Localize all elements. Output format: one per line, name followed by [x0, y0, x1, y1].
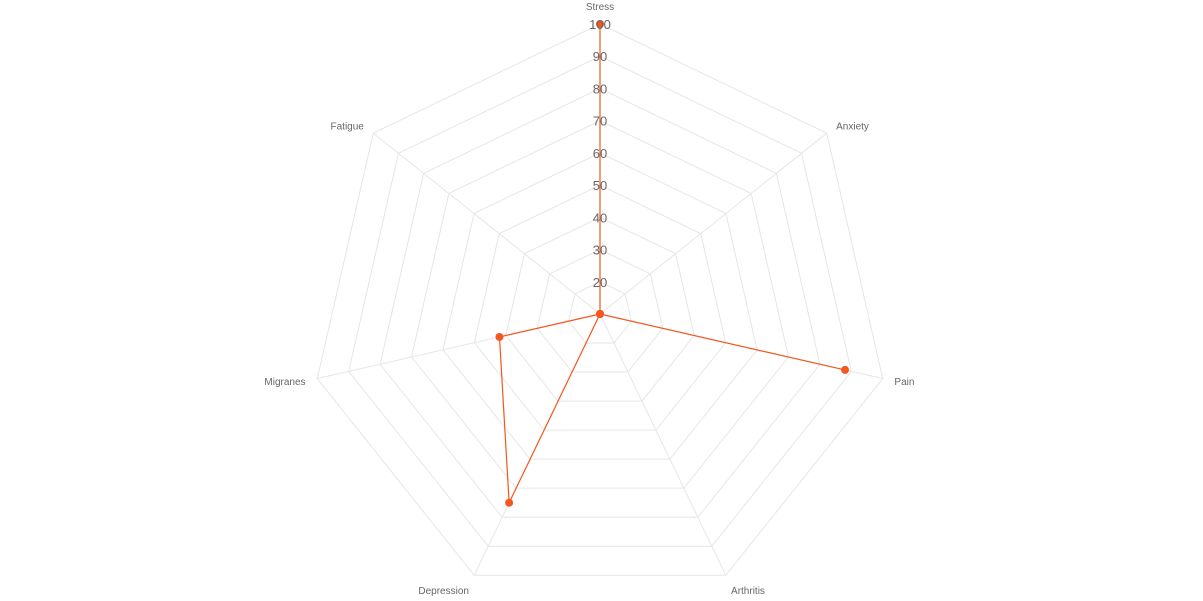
grid-ring-80 [379, 87, 821, 518]
radar-series [495, 20, 850, 507]
spoke-anxiety [599, 132, 828, 315]
grid-ring-50 [473, 184, 727, 431]
grid-ring-70 [410, 120, 790, 489]
tick-label-20: 20 [593, 275, 607, 290]
tick-label-90: 90 [593, 49, 607, 64]
category-label-arthritis: Arthritis [731, 586, 765, 597]
tick-label-50: 50 [593, 178, 607, 193]
grid-ring-100 [316, 23, 884, 576]
spoke-fatigue [372, 132, 601, 315]
series-line [498, 23, 846, 504]
tick-label-40: 40 [593, 210, 607, 225]
spoke-arthritis [599, 313, 727, 576]
grid-ring-90 [348, 55, 852, 547]
category-label-pain: Pain [894, 377, 914, 388]
data-point-stress[interactable] [596, 20, 604, 28]
grid-ring-40 [505, 216, 695, 402]
category-label-anxiety: Anxiety [836, 122, 869, 133]
radial-tick-labels: 20 30 40 50 60 70 80 90 100 [589, 17, 611, 290]
data-point-depression[interactable] [505, 498, 514, 507]
tick-label-60: 60 [593, 146, 607, 161]
tick-label-30: 30 [593, 243, 607, 258]
tick-label-80: 80 [593, 81, 607, 96]
tick-label-70: 70 [593, 114, 607, 129]
category-label-fatigue: Fatigue [331, 122, 365, 133]
grid-ring-30 [536, 249, 664, 373]
grid-ring-60 [442, 152, 758, 460]
tick-label-100: 100 [589, 17, 611, 32]
data-point-fatigue[interactable] [596, 310, 604, 318]
category-label-depression: Depression [418, 586, 469, 597]
data-point-pain[interactable] [841, 365, 850, 374]
data-point-migranes[interactable] [495, 332, 504, 341]
grid-ring-20 [568, 281, 632, 344]
category-label-stress: Stress [586, 2, 614, 13]
category-label-migranes: Migranes [264, 377, 305, 388]
